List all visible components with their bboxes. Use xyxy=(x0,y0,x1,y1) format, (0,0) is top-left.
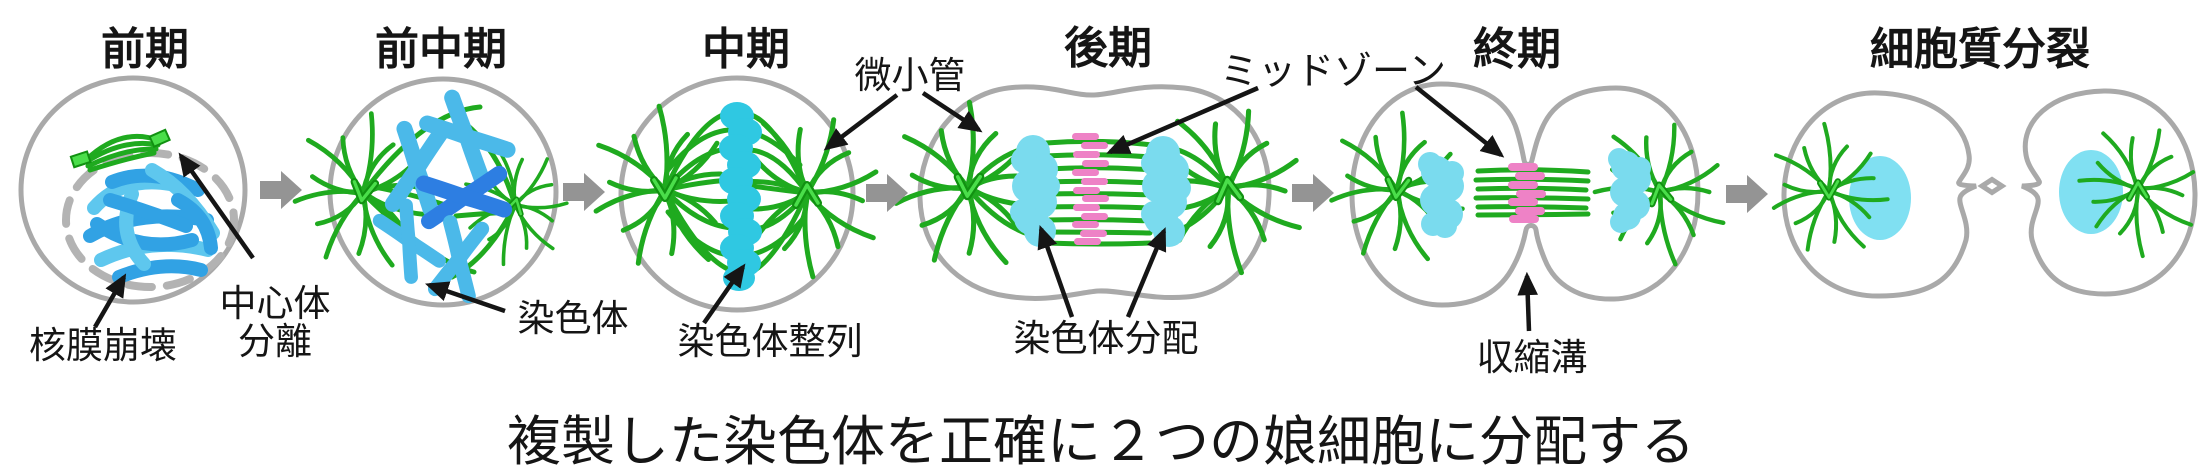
label-centrosome-separation-line2: 分離 xyxy=(238,321,312,362)
arrow-nuclear-envelope xyxy=(93,273,127,329)
stage-prometaphase-cell xyxy=(292,76,569,308)
label-centrosome-separation-line1: 中心体 xyxy=(220,283,331,324)
annotation-arrows xyxy=(93,85,1538,332)
midzone-bundle xyxy=(1072,133,1109,245)
right-arrow-icon xyxy=(866,174,908,212)
arrow-midzone-right xyxy=(1414,85,1505,158)
chromosome-mass xyxy=(1608,148,1651,233)
label-midzone: ミッドゾーン xyxy=(1220,51,1446,93)
label-microtubule: 微小管 xyxy=(855,55,966,96)
arrow-cleavage-furrow xyxy=(1517,271,1538,332)
stage-title-cytokinesis: 細胞質分裂 xyxy=(1870,25,2090,74)
label-chromosome-distribution: 染色体分配 xyxy=(1014,318,1199,359)
duplicated-centrosome xyxy=(69,128,171,173)
arrow-distribution-right xyxy=(1125,227,1167,318)
arrow-microtubule-left xyxy=(823,93,899,151)
stage-title-prometaphase: 前中期 xyxy=(375,25,507,74)
daughter-nucleus xyxy=(2059,150,2123,234)
stage-telophase-cell xyxy=(1329,81,1726,308)
stage-cytokinesis-cells xyxy=(1771,88,2198,299)
right-arrow-icon xyxy=(563,173,605,211)
arrow-microtubule-right xyxy=(921,91,983,133)
aligned-chromosome-plate xyxy=(719,102,762,291)
stage-metaphase-cell xyxy=(593,75,879,313)
label-chromosome-alignment: 染色体整列 xyxy=(678,321,863,362)
arrow-distribution-left xyxy=(1037,225,1075,318)
chromatin-tangle xyxy=(83,163,220,284)
arrow-chromosome xyxy=(425,281,506,314)
aster-centrosome xyxy=(1150,108,1302,276)
chromosome-mass xyxy=(1418,152,1464,238)
stage-prophase-cell xyxy=(18,75,248,305)
stage-title-prophase: 前期 xyxy=(101,25,189,74)
stage-title-anaphase: 後期 xyxy=(1064,24,1152,73)
centriole xyxy=(148,128,171,149)
aster-centrosome xyxy=(2077,128,2196,259)
label-chromosome: 染色体 xyxy=(518,298,629,339)
stage-anaphase-cell xyxy=(893,84,1302,301)
label-nuclear-envelope-breakdown: 核膜崩壊 xyxy=(29,325,177,366)
right-arrow-icon xyxy=(1292,174,1334,212)
centriole xyxy=(69,150,92,169)
arrow-midzone-left xyxy=(1106,85,1259,155)
figure-caption: 複製した染色体を正確に２つの娘細胞に分配する xyxy=(507,412,1695,472)
chromosome-mass xyxy=(1141,136,1191,247)
chromosome-mass xyxy=(1010,135,1060,247)
midzone-bundle xyxy=(1473,163,1591,223)
arrow-centrosome xyxy=(178,152,255,260)
label-cleavage-furrow: 収縮溝 xyxy=(1477,337,1588,378)
aster-centrosome xyxy=(1771,121,1890,252)
stage-title-telophase: 終期 xyxy=(1473,25,1561,74)
stage-title-metaphase: 中期 xyxy=(702,25,790,74)
arrow-alignment xyxy=(702,263,746,325)
aster-centrosome xyxy=(593,103,741,266)
right-arrow-icon xyxy=(1726,175,1768,213)
midbody-remnant xyxy=(1977,176,2007,196)
aster-centrosome xyxy=(292,111,433,268)
